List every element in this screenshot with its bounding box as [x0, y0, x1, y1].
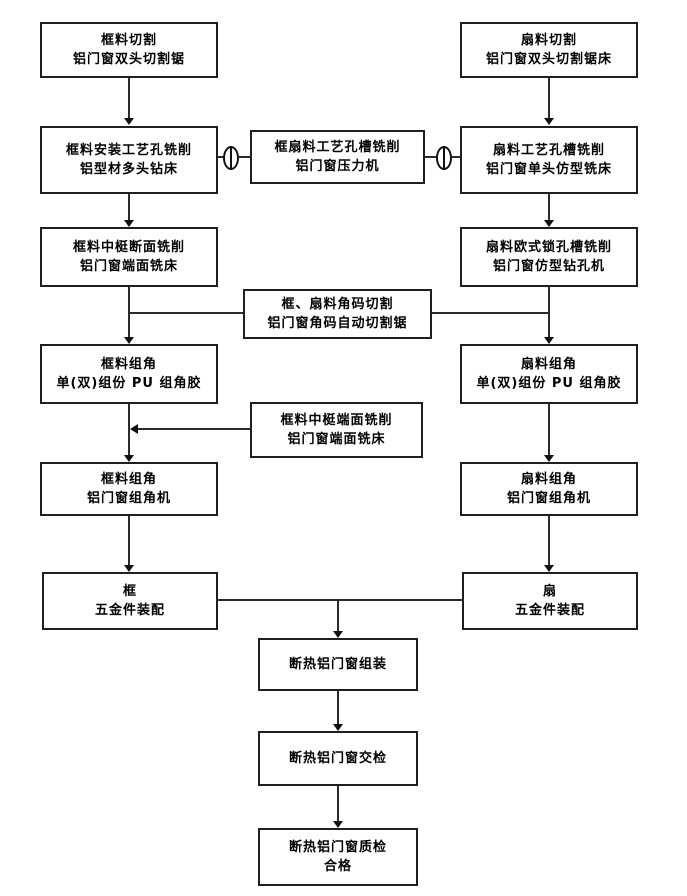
arrow-down-icon	[333, 821, 343, 828]
box-label-line1: 框扇料工艺孔槽铣削	[274, 140, 401, 155]
box-label-line1: 断热铝门窗质检	[288, 840, 387, 855]
flow-box-frame-cut: 框料切割 铝门窗双头切割锯	[40, 22, 218, 78]
branch-corner-cut-right	[432, 312, 549, 314]
connector-frame-machine-down	[128, 516, 130, 565]
box-label-line1: 框料中梃断面铣削	[72, 240, 185, 255]
flow-box-frame-hardware: 框 五金件装配	[42, 572, 218, 630]
box-label-line2: 单(双)组份 PU 组角胶	[56, 376, 202, 391]
branch-mullion-end-left	[138, 428, 250, 430]
box-label-line2: 铝门窗双头切割锯床	[485, 52, 612, 67]
connector-frame-glue-down	[128, 404, 130, 455]
connector-frame-hole-down	[128, 194, 130, 220]
arrow-down-icon	[544, 220, 554, 227]
junction-circle-icon	[436, 146, 452, 170]
box-label-line1: 扇料切割	[520, 33, 577, 48]
box-label-line1: 框料安装工艺孔铣削	[65, 143, 192, 158]
branch-corner-cut-left	[129, 312, 243, 314]
arrow-down-icon	[544, 455, 554, 462]
arrow-down-icon	[333, 724, 343, 731]
box-label-line2: 铝门窗角码自动切割锯	[267, 316, 408, 331]
flow-box-frame-corner-glue: 框料组角 单(双)组份 PU 组角胶	[40, 344, 218, 404]
flow-box-frame-mullion-end: 框料中梃端面铣削 铝门窗端面铣床	[250, 402, 423, 458]
arrow-down-icon	[544, 337, 554, 344]
flow-box-corner-key-cut: 框、扇料角码切割 铝门窗角码自动切割锯	[243, 289, 432, 339]
arrow-down-icon	[124, 455, 134, 462]
link-junction-to-sash	[452, 156, 460, 158]
junction-circle-icon	[223, 146, 239, 170]
box-label-line1: 框料组角	[100, 472, 157, 487]
box-label-line2: 铝门窗端面铣床	[287, 432, 386, 447]
flow-box-assembly: 断热铝门窗组装	[258, 638, 418, 691]
connector-hardware-to-assembly	[337, 601, 339, 631]
box-label-line2: 五金件装配	[94, 603, 165, 618]
box-label-line2: 铝门窗压力机	[295, 159, 380, 174]
arrow-left-icon	[130, 424, 138, 434]
box-label-line1: 扇料工艺孔槽铣削	[492, 143, 605, 158]
connector-sash-lock-down	[548, 287, 550, 337]
connector-frame-cut-down	[128, 78, 130, 119]
arrow-down-icon	[124, 220, 134, 227]
link-frame-to-junction	[218, 156, 224, 158]
box-label-line1: 框料中梃端面铣削	[280, 413, 393, 428]
box-label-line1: 断热铝门窗交检	[288, 751, 387, 766]
box-label-line2: 铝型材多头钻床	[79, 162, 178, 177]
flow-box-frame-corner-machine: 框料组角 铝门窗组角机	[40, 462, 218, 516]
flow-box-sash-lock-mill: 扇料欧式锁孔槽铣削 铝门窗仿型钻孔机	[460, 227, 638, 287]
arrow-down-icon	[333, 631, 343, 638]
box-label-line2: 合格	[323, 859, 352, 874]
box-label-line1: 框料组角	[100, 357, 157, 372]
arrow-down-icon	[124, 118, 134, 125]
box-label-line1: 框、扇料角码切割	[281, 297, 394, 312]
arrow-down-icon	[124, 565, 134, 572]
box-label-line1: 扇	[542, 584, 557, 599]
arrow-down-icon	[124, 337, 134, 344]
connector-sash-glue-down	[548, 404, 550, 455]
flow-box-sash-groove-mill: 扇料工艺孔槽铣削 铝门窗单头仿型铣床	[460, 126, 638, 194]
arrow-down-icon	[544, 565, 554, 572]
connector-sash-machine-down	[548, 516, 550, 565]
box-label-line2: 铝门窗双头切割锯	[72, 52, 185, 67]
flow-box-sash-hardware: 扇 五金件装配	[462, 572, 638, 630]
box-label-line1: 扇料组角	[520, 357, 577, 372]
connector-assembly-to-check	[337, 691, 339, 724]
flow-box-sash-cut: 扇料切割 铝门窗双头切割锯床	[460, 22, 638, 78]
box-label-line1: 框	[122, 584, 137, 599]
box-label-line1: 扇料欧式锁孔槽铣削	[485, 240, 612, 255]
box-label-line2: 单(双)组份 PU 组角胶	[476, 376, 622, 391]
box-label-line2: 铝门窗组角机	[506, 491, 591, 506]
arrow-down-icon	[544, 118, 554, 125]
box-label-line2: 铝门窗单头仿型铣床	[485, 162, 612, 177]
link-junction-to-press	[239, 156, 250, 158]
box-label-line1: 扇料组角	[520, 472, 577, 487]
link-press-to-junction	[425, 156, 436, 158]
connector-check-to-quality	[337, 786, 339, 821]
bus-hardware-assembly	[218, 599, 462, 601]
connector-sash-groove-down	[548, 194, 550, 220]
box-label-line2: 五金件装配	[514, 603, 585, 618]
flow-box-sash-corner-machine: 扇料组角 铝门窗组角机	[460, 462, 638, 516]
flow-box-delivery-check: 断热铝门窗交检	[258, 731, 418, 786]
flow-box-quality-check: 断热铝门窗质检 合格	[258, 828, 418, 886]
flow-box-sash-corner-glue: 扇料组角 单(双)组份 PU 组角胶	[460, 344, 638, 404]
flow-box-frame-hole-mill: 框料安装工艺孔铣削 铝型材多头钻床	[40, 126, 218, 194]
box-label-line1: 断热铝门窗组装	[288, 657, 387, 672]
flow-box-frame-mullion-section: 框料中梃断面铣削 铝门窗端面铣床	[40, 227, 218, 287]
box-label-line2: 铝门窗仿型钻孔机	[492, 259, 605, 274]
box-label-line2: 铝门窗组角机	[86, 491, 171, 506]
box-label-line1: 框料切割	[100, 33, 157, 48]
flow-box-frame-sash-groove: 框扇料工艺孔槽铣削 铝门窗压力机	[250, 130, 425, 184]
box-label-line2: 铝门窗端面铣床	[79, 259, 178, 274]
connector-sash-cut-down	[548, 78, 550, 119]
